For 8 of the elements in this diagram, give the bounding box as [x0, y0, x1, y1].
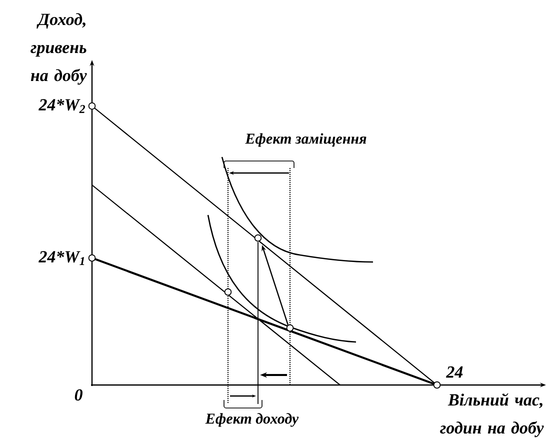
tick-label: 24*W$_{1}$ — [38, 251, 84, 265]
tick-label: 0 — [74, 389, 82, 401]
tick-label: 24 — [446, 366, 463, 378]
effect-label: Ефект заміщення — [245, 133, 366, 147]
effect-label: Ефект доходу — [205, 413, 299, 427]
axis-label: Доход, гривень на добу — [30, 13, 87, 85]
axis-label: Вільний час, годин на добу — [440, 393, 544, 438]
tick-label: 24*W$_{2}$ — [38, 99, 86, 113]
